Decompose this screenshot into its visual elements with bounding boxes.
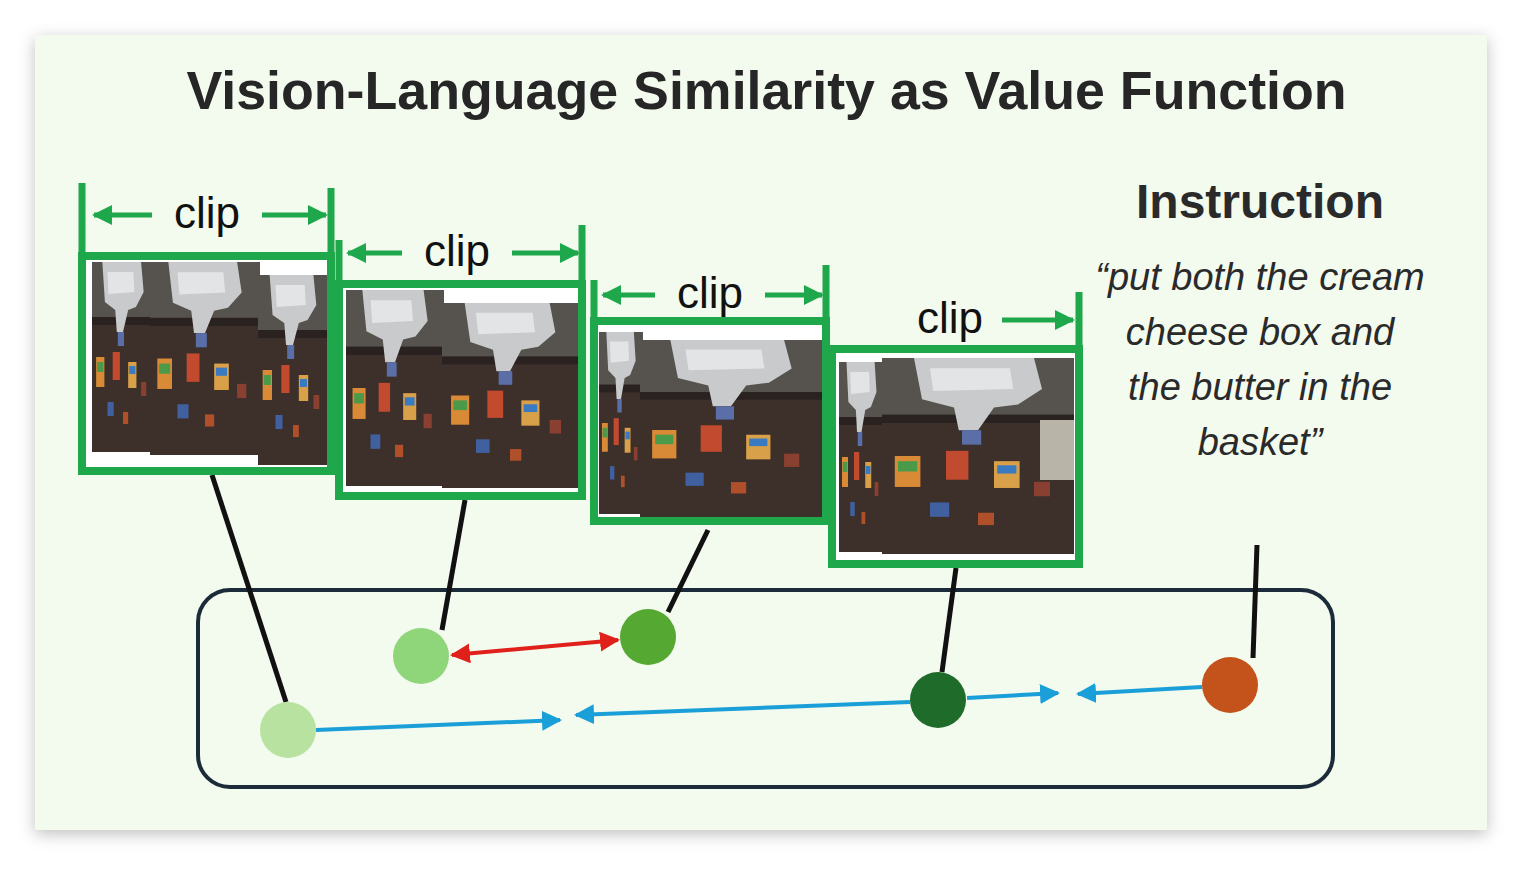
clip-frame: clip <box>828 345 1083 568</box>
clip-label: clip <box>170 189 244 237</box>
clip-frame: clip <box>335 280 586 500</box>
embedding-dots <box>260 609 1258 758</box>
clip-frames-images <box>86 256 1076 561</box>
instruction-heading: Instruction <box>1085 172 1435 232</box>
similarity-arrows <box>316 640 1202 730</box>
embedding-space <box>198 590 1333 787</box>
diagram-title: Vision-Language Similarity as Value Func… <box>0 58 1533 122</box>
panel-ground <box>35 35 1487 830</box>
instruction-text: “put both the cream cheese box and the b… <box>1085 250 1435 470</box>
clip-label: clip <box>673 269 747 317</box>
clip-frame: clip <box>590 317 830 525</box>
instruction-block: Instruction “put both the cream cheese bo… <box>1085 172 1435 470</box>
leader-lines <box>212 475 1257 702</box>
clip-frame: clip <box>78 252 335 475</box>
clip-label: clip <box>420 227 494 275</box>
clip-label: clip <box>913 294 987 342</box>
